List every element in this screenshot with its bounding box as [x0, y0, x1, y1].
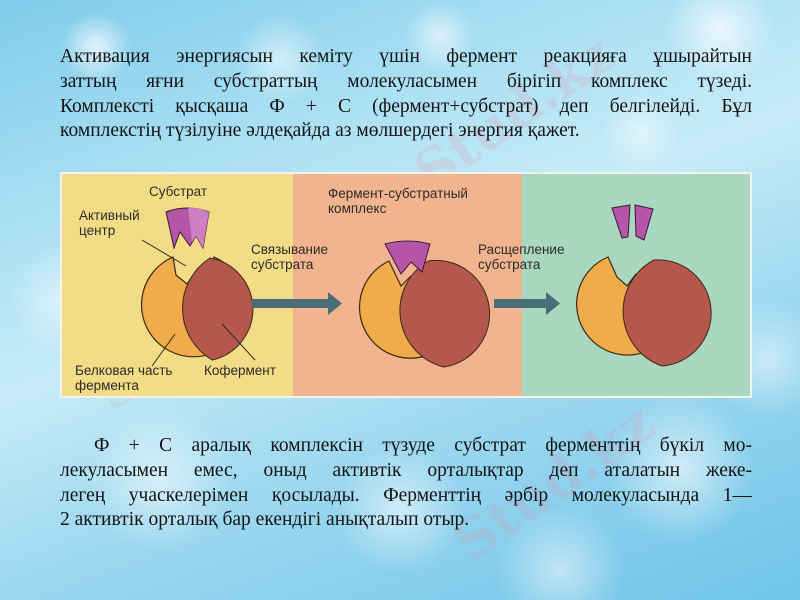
text-line: Активация энергиясын кеміту үшін фермент…: [60, 46, 752, 67]
label-line: центр: [79, 223, 116, 238]
text-line: 2 активтік орталық бар екендігі анықталы…: [60, 509, 470, 531]
cleavage-label: Расщепление субстрата: [478, 242, 564, 272]
text-line: Ф + С аралық комплексін түзуде субстрат …: [94, 435, 752, 456]
coenzyme-label: Кофермент: [204, 363, 276, 378]
binding-label: Связывание субстрата: [251, 242, 328, 272]
text-line: заттың яғни субстраттың молекуласымен бі…: [60, 70, 752, 92]
label-line: Активный: [79, 208, 140, 223]
enzyme-icon: [140, 256, 254, 361]
arrow-right-icon: [252, 292, 342, 315]
pointer-line: [141, 239, 187, 267]
label-line: субстрата: [478, 257, 541, 272]
label-line: фермента: [75, 378, 139, 393]
diagram-graphics: [140, 204, 712, 368]
pointer-line: [151, 333, 176, 367]
text-line: лекуласымен емес, оныд активтік орталықт…: [60, 459, 752, 481]
text-line: комплекстің түзілуіне әлдеқайда аз мөлше…: [60, 120, 580, 142]
enzyme-icon: [576, 256, 712, 367]
complex-label: Фермент-субстратный комплекс: [328, 186, 468, 216]
label-line: субстрата: [251, 257, 314, 272]
enzyme-substrate-complex-icon: [358, 240, 491, 368]
label-line: Фермент-субстратный: [328, 186, 468, 201]
label-line: Связывание: [251, 242, 329, 257]
pointer-line: [221, 323, 256, 361]
text-line: легең учаскелерімен қосылады. Ферменттің…: [60, 484, 752, 506]
cleaved-substrate-icon: [611, 204, 654, 241]
active-center-label: Активный центр: [79, 208, 140, 238]
substrate-icon: [165, 207, 210, 250]
label-line: Расщепление: [478, 242, 565, 257]
intro-paragraph: Активация энергиясын кеміту үшін фермент…: [60, 45, 752, 144]
label-line: комплекс: [328, 201, 387, 216]
arrow-right-icon: [494, 292, 560, 315]
substrate-label: Субстрат: [149, 184, 208, 199]
label-line: Белковая часть: [75, 363, 173, 378]
enzyme-substrate-diagram: Субстрат Активный центр Белковая часть ф…: [60, 172, 752, 398]
protein-part-label: Белковая часть фермента: [75, 363, 172, 393]
text-line: Комплексті қысқаша Ф + С (фермент+субстр…: [60, 95, 752, 117]
explanation-paragraph: Ф + С аралық комплексін түзуде субстрат …: [60, 434, 752, 533]
